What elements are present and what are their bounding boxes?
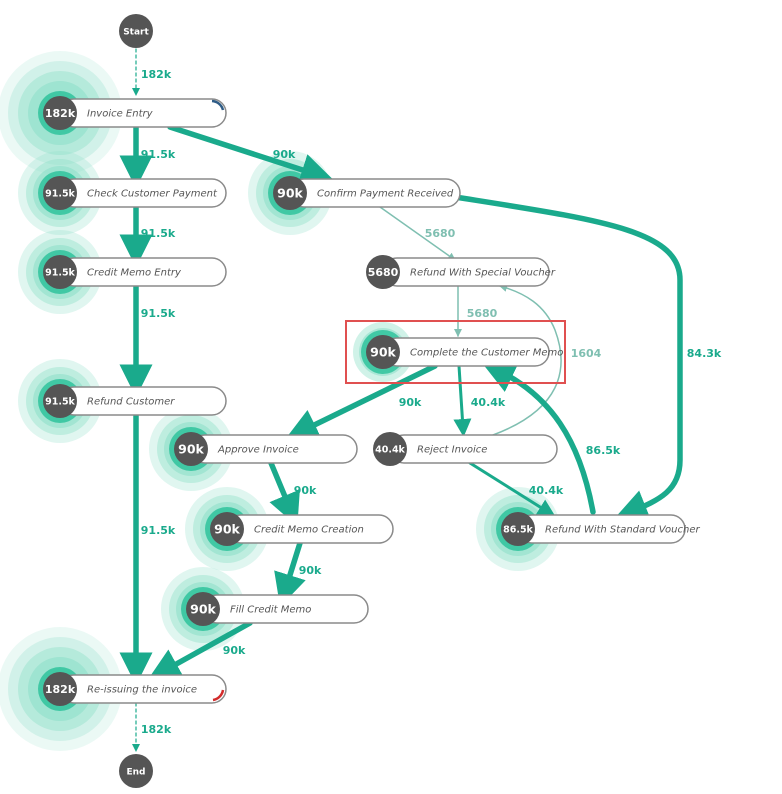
node-label: Check Customer Payment: [87, 189, 218, 200]
node-count-badge: [43, 255, 77, 289]
node-refund-standard-voucher[interactable]: 86.5k Refund With Standard Voucher: [501, 512, 700, 546]
edge-reject-invoice-to-refund-standard-voucher[interactable]: [468, 461, 556, 517]
node-credit-memo-entry[interactable]: 91.5k Credit Memo Entry: [43, 255, 227, 289]
edge-label: 5680: [467, 307, 498, 320]
edge-label: 84.3k: [687, 347, 722, 360]
node-count: 91.5k: [45, 188, 75, 199]
node-check-customer-payment[interactable]: 91.5k Check Customer Payment: [43, 176, 227, 210]
node-label: Refund With Standard Voucher: [545, 525, 700, 536]
start-label: Start: [123, 28, 149, 38]
node-count: 40.4k: [375, 444, 405, 455]
node-credit-memo-creation[interactable]: 90k Credit Memo Creation: [210, 512, 394, 546]
edge-label-layer: 182k 91.5k 90k 91.5k 91.5k 91.5k 5680 84.3k 5680…: [141, 68, 722, 736]
end-node[interactable]: End: [119, 754, 153, 788]
progress-arc-icon: [211, 99, 225, 111]
node-count: 91.5k: [45, 396, 75, 407]
node-count-badge: [43, 176, 77, 210]
node-refund-special-voucher[interactable]: 5680 Refund With Special Voucher: [366, 255, 556, 289]
node-count-badge: [174, 432, 208, 466]
alert-arc-icon: [212, 689, 225, 702]
node-count-badge: [366, 335, 400, 369]
edge-label: 40.4k: [471, 396, 506, 409]
edge-complete-customer-memo-to-reject-invoice[interactable]: [453, 364, 472, 437]
node-count: 91.5k: [45, 267, 75, 278]
node-label: Invoice Entry: [87, 109, 154, 120]
edge-label: 91.5k: [141, 227, 176, 240]
edge-label: 90k: [273, 148, 296, 161]
edge-label: 86.5k: [586, 444, 621, 457]
node-label: Complete the Customer Memo: [410, 348, 563, 359]
edge-fill-credit-memo-to-re-issuing-invoice[interactable]: [147, 620, 253, 681]
edge-label: 90k: [294, 484, 317, 497]
edge-label: 90k: [299, 564, 322, 577]
node-count: 5680: [368, 266, 399, 279]
edge-approve-invoice-to-credit-memo-creation[interactable]: [268, 460, 300, 527]
node-label: Credit Memo Creation: [254, 525, 364, 536]
edge-label: 90k: [223, 644, 246, 657]
node-count-badge: [501, 512, 535, 546]
edge-label: 182k: [141, 68, 172, 81]
edge-label: 40.4k: [529, 484, 564, 497]
edge-label: 91.5k: [141, 307, 176, 320]
node-label: Refund Customer: [87, 397, 175, 408]
node-count-badge: [186, 592, 220, 626]
end-label: End: [127, 768, 146, 778]
edge-confirm-payment-received-to-refund-special-voucher[interactable]: [379, 206, 456, 261]
node-count-badge: [43, 672, 77, 706]
node-count: 86.5k: [503, 524, 533, 535]
edge-label: 5680: [425, 227, 456, 240]
node-fill-credit-memo[interactable]: 90k Fill Credit Memo: [186, 592, 369, 626]
edge-confirm-payment-received-to-refund-standard-voucher[interactable]: [452, 194, 683, 522]
node-count-badge: [373, 432, 407, 466]
edge-label: 1604: [571, 347, 602, 360]
edge-refund-standard-voucher-to-complete-customer-memo[interactable]: [482, 362, 596, 515]
node-count: 90k: [277, 186, 303, 201]
node-label: Fill Credit Memo: [230, 605, 311, 616]
node-count: 182k: [45, 683, 76, 696]
node-label: Refund With Special Voucher: [410, 268, 556, 279]
node-label: Confirm Payment Received: [317, 189, 454, 200]
node-count: 90k: [190, 602, 216, 617]
node-reject-invoice[interactable]: 40.4k Reject Invoice: [373, 432, 558, 466]
edge-reject-invoice-to-refund-special-voucher[interactable]: [492, 284, 562, 436]
node-count-badge: [210, 512, 244, 546]
highlight-box: [345, 320, 566, 384]
node-re-issuing-invoice[interactable]: 182k Re-issuing the invoice: [43, 672, 227, 706]
edge-invoice-entry-to-confirm-payment-received[interactable]: [167, 124, 334, 186]
edge-complete-customer-memo-to-approve-invoice[interactable]: [285, 363, 438, 440]
edge-label: 91.5k: [141, 148, 176, 161]
node-count-badge: [366, 255, 400, 289]
edge-credit-memo-creation-to-fill-credit-memo[interactable]: [274, 540, 306, 607]
node-count: 90k: [370, 345, 396, 360]
node-count: 182k: [45, 107, 76, 120]
node-approve-invoice[interactable]: 90k Approve Invoice: [174, 432, 358, 466]
node-label: Re-issuing the invoice: [87, 685, 197, 696]
node-refund-customer[interactable]: 91.5k Refund Customer: [43, 384, 227, 418]
node-invoice-entry[interactable]: 182k Invoice Entry: [43, 96, 227, 130]
node-label: Approve Invoice: [217, 445, 299, 456]
node-count-badge: [43, 96, 77, 130]
node-count: 90k: [214, 522, 240, 537]
edge-layer: [119, 48, 683, 752]
edge-label: 91.5k: [141, 524, 176, 537]
node-count-badge: [273, 176, 307, 210]
start-node[interactable]: Start: [119, 14, 153, 48]
node-confirm-payment-received[interactable]: 90k Confirm Payment Received: [273, 176, 461, 210]
edge-label: 182k: [141, 723, 172, 736]
node-label: Reject Invoice: [417, 445, 487, 456]
edge-label: 90k: [399, 396, 422, 409]
node-complete-customer-memo[interactable]: 90k Complete the Customer Memo: [366, 335, 563, 369]
node-count: 90k: [178, 442, 204, 457]
node-count-badge: [43, 384, 77, 418]
node-label: Credit Memo Entry: [87, 268, 182, 279]
